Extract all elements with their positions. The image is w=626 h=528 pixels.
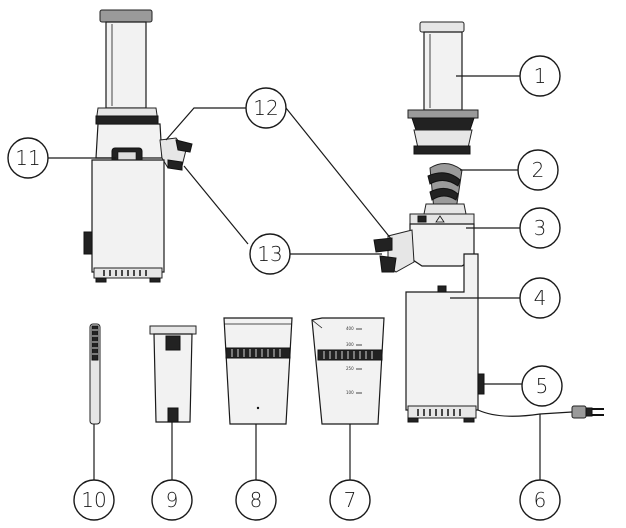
callout-8: 8 (235, 479, 277, 521)
callout-label-13: 13 (257, 242, 282, 266)
callout-label-12: 12 (253, 96, 278, 120)
part-juice-cup (223, 317, 293, 425)
callout-label-9: 9 (166, 488, 179, 512)
callout-2: 2 (517, 149, 559, 191)
callout-label-5: 5 (536, 374, 549, 398)
part-pusher (149, 325, 197, 423)
part-cleaning-brush (89, 323, 101, 425)
callout-11: 11 (7, 137, 49, 179)
callout-label-10: 10 (81, 488, 106, 512)
callout-9: 9 (151, 479, 193, 521)
callout-6: 6 (519, 479, 561, 521)
callout-label-2: 2 (532, 158, 545, 182)
callout-13: 13 (249, 233, 291, 275)
callout-5: 5 (521, 365, 563, 407)
callout-label-6: 6 (534, 488, 547, 512)
leader-lines (34, 75, 541, 486)
callout-3: 3 (519, 207, 561, 249)
scale-tick-100: 100 (346, 390, 354, 395)
scale-tick-400: 400 (346, 326, 354, 331)
callout-label-3: 3 (534, 216, 547, 240)
callout-12: 12 (245, 87, 287, 129)
scale-tick-300: 300 (346, 342, 354, 347)
callout-10: 10 (73, 479, 115, 521)
callout-label-1: 1 (534, 64, 547, 88)
assembled-juicer (83, 9, 193, 283)
callout-1: 1 (519, 55, 561, 97)
part-spout (373, 229, 415, 273)
callout-4: 4 (519, 277, 561, 319)
part-auger (423, 163, 467, 215)
callout-label-7: 7 (344, 488, 357, 512)
scale-tick-250: 250 (346, 366, 354, 371)
callout-7: 7 (329, 479, 371, 521)
part-measuring-cup: 400 300 250 100 (311, 317, 385, 425)
callout-label-4: 4 (534, 286, 547, 310)
callout-label-8: 8 (250, 488, 263, 512)
callout-label-11: 11 (15, 146, 40, 170)
part-feed-tube (407, 21, 479, 155)
part-motor-base (405, 253, 479, 423)
